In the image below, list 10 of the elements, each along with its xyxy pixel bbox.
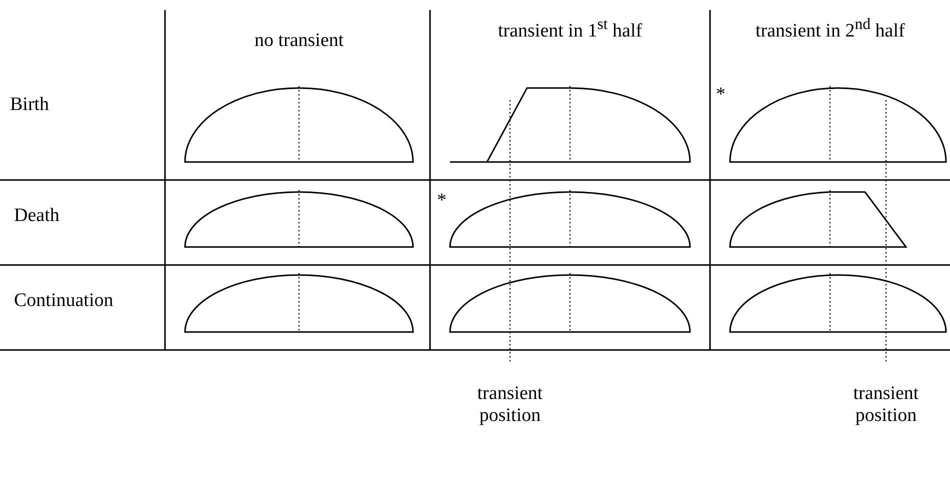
row-header: Birth bbox=[10, 94, 50, 116]
row-header: Continuation bbox=[14, 290, 114, 312]
column-header: no transient bbox=[254, 30, 344, 52]
asterisk-mark: * bbox=[716, 84, 726, 106]
axis-annotation: transient position bbox=[852, 383, 920, 427]
column-header: transient in 2$^{nd}$ half bbox=[756, 15, 905, 42]
column-header: transient in 1$^{st}$ half bbox=[498, 15, 642, 42]
asterisk-mark: * bbox=[437, 190, 446, 212]
row-header: Death bbox=[14, 205, 60, 227]
axis-annotation: transient position bbox=[476, 383, 544, 427]
